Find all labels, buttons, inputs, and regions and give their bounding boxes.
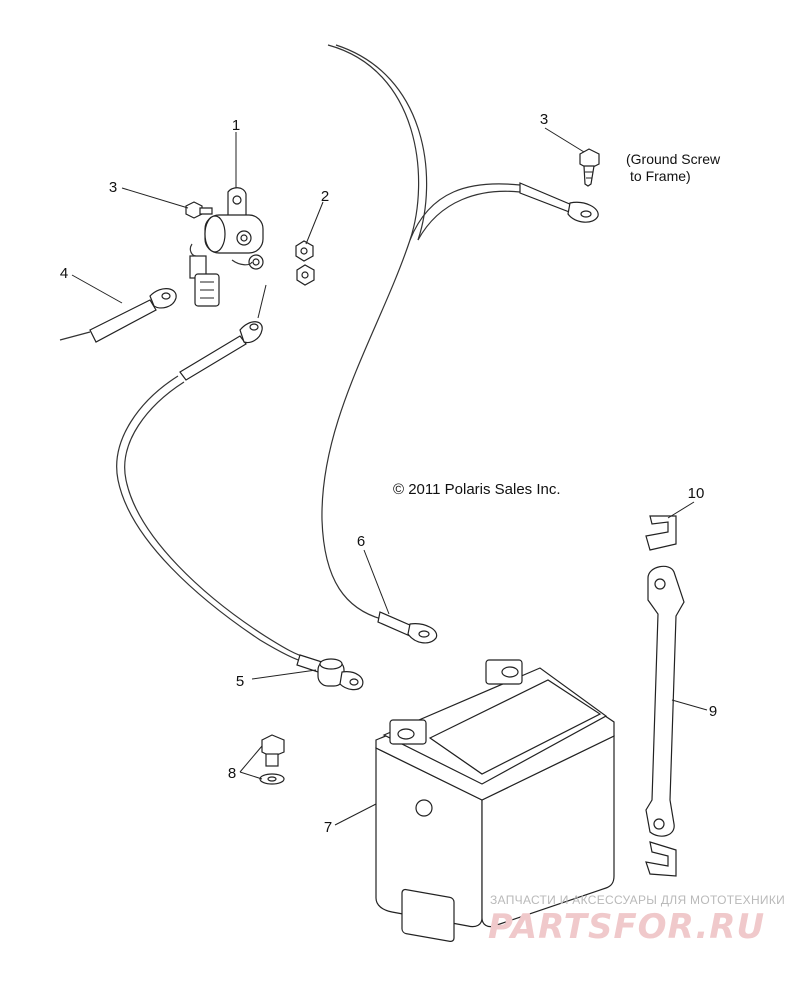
ground-note-line-2: to Frame): [630, 168, 691, 184]
strap-clips-part-10: [645, 515, 677, 877]
callout-4: 4: [60, 265, 68, 282]
solenoid-part-1: [189, 187, 264, 307]
callout-2: 2: [321, 188, 329, 205]
watermark-brand: PARTSFOR.RU: [488, 907, 765, 947]
battery-part-7: [375, 659, 615, 943]
bolt-and-washer-part-8: [259, 734, 285, 785]
ground-note-line-1: (Ground Screw: [626, 151, 721, 167]
callout-3-left: 3: [109, 179, 117, 196]
watermark-tagline: ЗАПЧАСТИ И АКСЕССУАРЫ ДЛЯ МОТОТЕХНИКИ: [490, 893, 785, 907]
positive-cable-part-5: [116, 284, 364, 691]
callout-5: 5: [236, 673, 244, 690]
callout-10: 10: [688, 485, 705, 502]
leader-lines: [71, 127, 708, 826]
cable-part-4: [59, 288, 177, 343]
callout-6: 6: [357, 533, 365, 550]
battery-strap-part-9: [645, 565, 685, 837]
callout-1: 1: [232, 117, 240, 134]
callout-3-right: 3: [540, 111, 548, 128]
ground-cable-part-6: [321, 44, 599, 644]
callout-8: 8: [228, 765, 236, 782]
nuts-part-2: [295, 240, 315, 286]
copyright-notice: © 2011 Polaris Sales Inc.: [393, 481, 561, 498]
ground-screw-part-3: [579, 148, 600, 187]
callout-9: 9: [709, 703, 717, 720]
callout-7: 7: [324, 819, 332, 836]
mounting-screw-part-3: [185, 201, 213, 219]
